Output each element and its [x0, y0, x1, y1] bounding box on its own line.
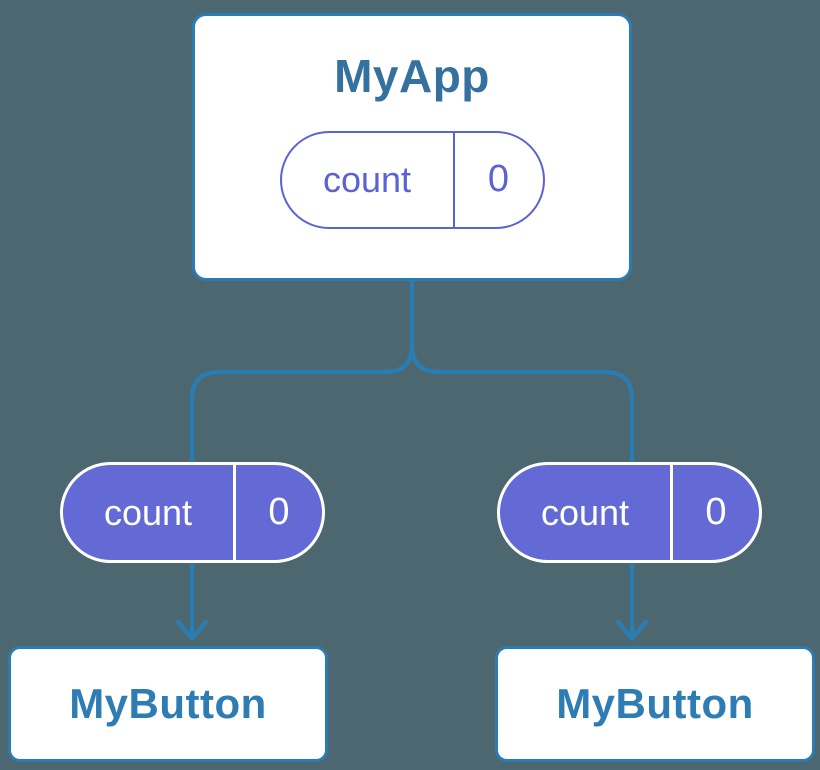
component-title: MyButton [556, 680, 754, 727]
prop-value: 0 [670, 465, 759, 560]
prop-pill-left: count 0 [60, 462, 325, 563]
state-pill: count 0 [279, 130, 545, 229]
prop-key: count [103, 491, 193, 533]
component-node-mybutton-left: MyButton [8, 646, 328, 762]
prop-pill-right: count 0 [497, 462, 762, 563]
component-node-mybutton-right: MyButton [495, 646, 815, 762]
component-title: MyApp [334, 50, 490, 102]
component-node-myapp: MyApp count 0 [192, 13, 632, 281]
prop-value: 0 [233, 465, 322, 560]
state-value: 0 [452, 132, 543, 227]
arrow-down-icon [175, 619, 209, 642]
state-key: count [322, 158, 412, 200]
prop-key: count [540, 491, 630, 533]
arrow-down-icon [615, 619, 649, 642]
connector-branch-right [409, 344, 635, 636]
connector-branch-left [189, 344, 415, 636]
component-title: MyButton [69, 680, 267, 727]
